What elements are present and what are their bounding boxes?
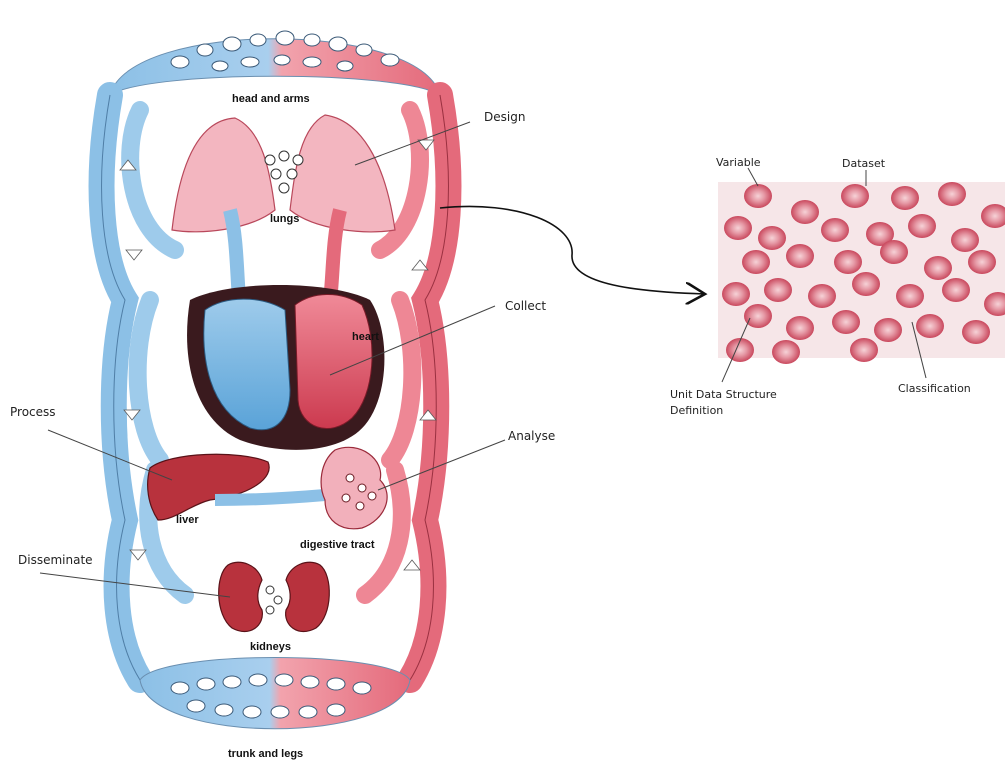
callout-design: Design xyxy=(484,110,525,124)
label-trunk-and-legs: trunk and legs xyxy=(228,748,303,760)
red-blood-cell xyxy=(786,244,814,268)
red-blood-cell xyxy=(951,228,979,252)
red-blood-cell xyxy=(916,314,944,338)
red-blood-cell xyxy=(896,284,924,308)
red-blood-cell xyxy=(821,218,849,242)
liver-shape xyxy=(148,454,270,520)
red-blood-cell xyxy=(808,284,836,308)
label-head-and-arms: head and arms xyxy=(232,93,310,105)
red-blood-cell xyxy=(744,184,772,208)
blood-cells-panel: Variable Dataset Unit Data Structure Def… xyxy=(670,156,1005,417)
red-blood-cell xyxy=(962,320,990,344)
red-blood-cell xyxy=(841,184,869,208)
red-blood-cell xyxy=(908,214,936,238)
left-lung xyxy=(172,118,275,232)
digestive-tract xyxy=(321,447,387,528)
callout-disseminate: Disseminate xyxy=(18,553,93,567)
red-blood-cell xyxy=(724,216,752,240)
red-blood-cell xyxy=(891,186,919,210)
callout-process: Process xyxy=(10,405,56,419)
red-blood-cell xyxy=(938,182,966,206)
label-digestive-tract: digestive tract xyxy=(300,539,375,551)
digestive-tract-shape xyxy=(321,447,387,528)
red-blood-cell xyxy=(880,240,908,264)
red-blood-cell xyxy=(742,250,770,274)
red-blood-cell xyxy=(786,316,814,340)
cells-label-unit-line1: Unit Data Structure xyxy=(670,388,777,401)
red-blood-cell xyxy=(852,272,880,296)
cells-label-unit-line2: Definition xyxy=(670,404,723,417)
kidneys xyxy=(219,562,330,631)
callout-collect: Collect xyxy=(505,299,546,313)
red-blood-cell xyxy=(924,256,952,280)
callout-analyse: Analyse xyxy=(508,429,555,443)
red-blood-cell xyxy=(832,310,860,334)
cells-label-classification: Classification xyxy=(898,382,971,395)
red-blood-cell xyxy=(942,278,970,302)
head-arms-capillary-bed xyxy=(110,39,440,95)
right-kidney xyxy=(286,562,330,631)
red-blood-cell xyxy=(758,226,786,250)
portal-vein xyxy=(215,495,325,500)
red-blood-cell xyxy=(874,318,902,342)
cells-label-dataset: Dataset xyxy=(842,157,886,170)
label-lungs: lungs xyxy=(270,213,299,225)
red-blood-cell xyxy=(722,282,750,306)
red-blood-cell xyxy=(791,200,819,224)
heart xyxy=(187,285,384,450)
label-liver: liver xyxy=(176,514,199,526)
red-blood-cell xyxy=(834,250,862,274)
red-blood-cell xyxy=(968,250,996,274)
red-blood-cell xyxy=(850,338,878,362)
red-blood-cell xyxy=(764,278,792,302)
label-heart: heart xyxy=(352,331,379,343)
label-kidneys: kidneys xyxy=(250,641,291,653)
red-blood-cell xyxy=(744,304,772,328)
connector-arrow xyxy=(440,206,705,294)
red-blood-cell xyxy=(772,340,800,364)
liver xyxy=(148,454,325,520)
cells-label-variable: Variable xyxy=(716,156,761,169)
